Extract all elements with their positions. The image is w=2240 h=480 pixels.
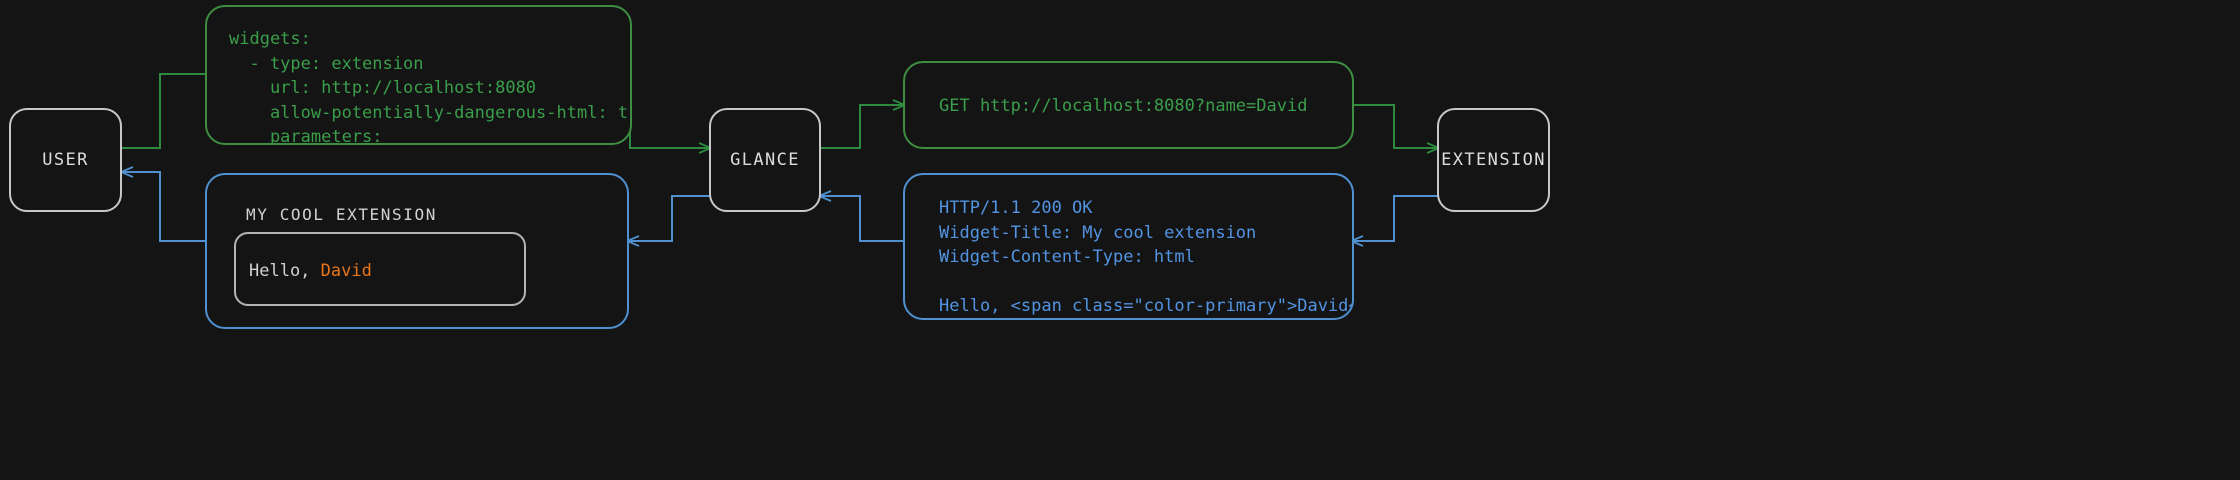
config-yaml-box: widgets: - type: extension url: http://l… bbox=[205, 5, 632, 145]
edge-glance-to-widget bbox=[628, 195, 710, 241]
node-user-label: USER bbox=[42, 150, 89, 170]
http-request-text: GET http://localhost:8080?name=David bbox=[939, 96, 1308, 116]
http-response-box: HTTP/1.1 200 OK Widget-Title: My cool ex… bbox=[903, 173, 1354, 320]
config-yaml-text: widgets: - type: extension url: http://l… bbox=[229, 29, 630, 145]
edge-glance-to-request bbox=[820, 105, 904, 149]
edge-widget-to-user bbox=[122, 172, 206, 242]
rendered-widget-title: MY COOL EXTENSION bbox=[246, 205, 437, 224]
node-extension-label: EXTENSION bbox=[1441, 150, 1546, 170]
rendered-widget-greeting: Hello, David bbox=[249, 261, 372, 281]
http-response-text: HTTP/1.1 200 OK Widget-Title: My cool ex… bbox=[939, 198, 1352, 316]
greeting-name: David bbox=[320, 261, 372, 281]
greeting-prefix: Hello, bbox=[249, 261, 321, 281]
edge-response-to-glance bbox=[820, 196, 904, 242]
rendered-widget-box: MY COOL EXTENSION Hello, David bbox=[205, 173, 629, 329]
edge-config-to-glance bbox=[629, 74, 710, 148]
rendered-widget-card bbox=[234, 232, 526, 306]
http-request-box: GET http://localhost:8080?name=David bbox=[903, 61, 1354, 149]
node-user[interactable]: USER bbox=[9, 108, 122, 212]
node-glance[interactable]: GLANCE bbox=[709, 108, 821, 212]
node-glance-label: GLANCE bbox=[730, 150, 800, 170]
edge-request-to-extension bbox=[1352, 104, 1438, 148]
node-extension[interactable]: EXTENSION bbox=[1437, 108, 1550, 212]
edge-extension-to-response bbox=[1352, 195, 1438, 241]
